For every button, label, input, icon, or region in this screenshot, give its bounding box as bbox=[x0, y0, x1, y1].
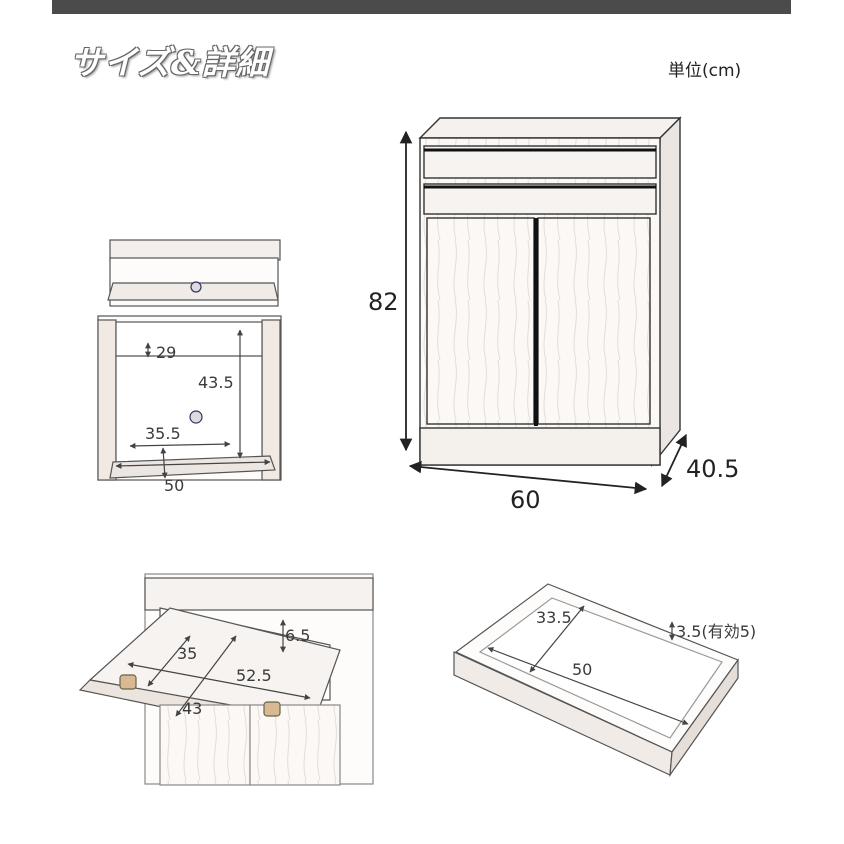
drawer-drawing bbox=[453, 583, 739, 778]
inner-depth-label: 35.5 bbox=[145, 424, 181, 443]
dimension-arrows-interior bbox=[115, 329, 271, 479]
inner-width-label: 50 bbox=[164, 476, 185, 495]
width-label: 60 bbox=[510, 486, 541, 514]
dimension-arrows-front bbox=[399, 130, 687, 495]
top-banner bbox=[52, 0, 791, 14]
cabinet-front-drawing bbox=[418, 116, 682, 468]
shelf-width-back-label: 52.5 bbox=[236, 666, 272, 685]
inner-height-label: 43.5 bbox=[198, 373, 234, 392]
height-label: 82 bbox=[368, 288, 399, 316]
shelf-gap-label: 29 bbox=[156, 343, 177, 362]
depth-label: 40.5 bbox=[686, 455, 740, 483]
drawer-height-label: 3.5(有効5) bbox=[676, 622, 757, 641]
slide-shelf-drawing bbox=[78, 573, 374, 786]
drawer-width-label: 50 bbox=[572, 660, 593, 679]
dimension-arrows-drawer bbox=[487, 605, 689, 725]
shelf-width-front-label: 43 bbox=[182, 699, 203, 718]
unit-label: 単位(cm) bbox=[668, 61, 742, 81]
page-title: サイズ&詳細 bbox=[70, 43, 270, 82]
drawer-depth-label: 33.5 bbox=[536, 608, 572, 627]
shelf-depth-label: 35 bbox=[177, 644, 198, 663]
cabinet-interior-drawing bbox=[97, 239, 282, 481]
shelf-clearance-label: 6.5 bbox=[285, 626, 311, 645]
dimension-arrows-shelf bbox=[127, 619, 311, 717]
